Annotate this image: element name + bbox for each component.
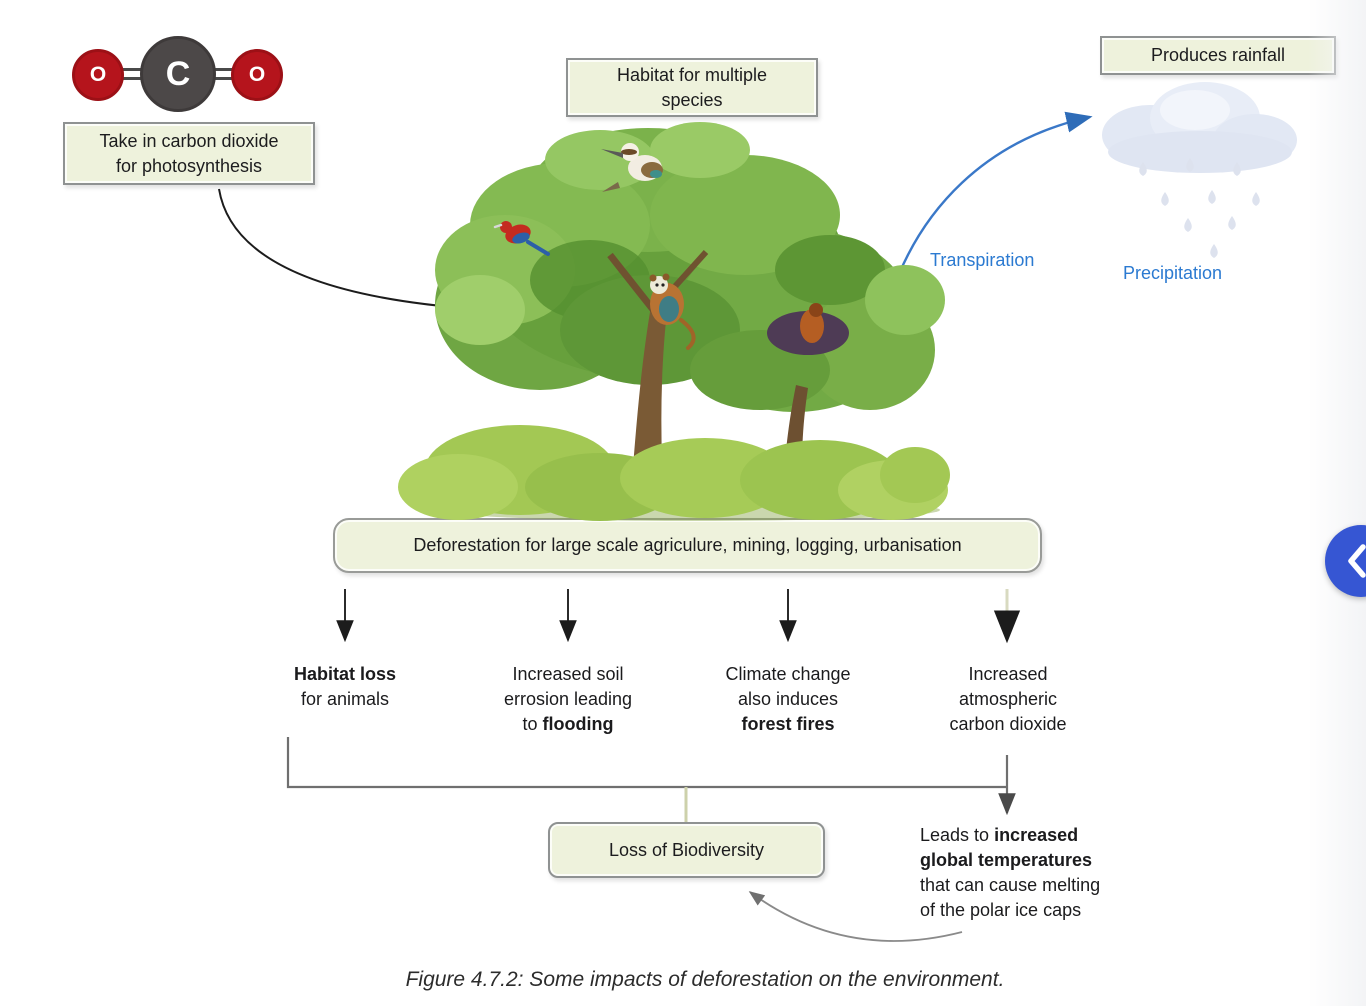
impact-co2-l2: atmospheric xyxy=(958,689,1058,709)
impact-soil-l3-bold: flooding xyxy=(542,714,614,734)
flying-fox xyxy=(767,303,849,355)
habitat-box: Habitat for multiple species xyxy=(566,58,818,117)
leads-l1-bold: increased xyxy=(994,825,1079,845)
biodiversity-box: Loss of Biodiversity xyxy=(548,822,825,878)
impact-soil-l2: errosion leading xyxy=(503,689,633,709)
global-temperature-note: Leads to increased global temperatures t… xyxy=(920,823,1150,923)
chevron-left-icon xyxy=(1348,544,1366,578)
oxygen-label: O xyxy=(89,63,107,86)
impact-co2-l3: carbon dioxide xyxy=(949,714,1067,734)
rainfall-label: Produces rainfall xyxy=(1150,45,1286,65)
tree-canopy xyxy=(435,122,945,412)
impact-habitat-loss-rest: for animals xyxy=(300,689,390,709)
deforestation-box: Deforestation for large scale agriculure… xyxy=(333,518,1042,573)
oxygen-label: O xyxy=(248,63,266,86)
leads-l4: of the polar ice caps xyxy=(920,900,1082,920)
transpiration-label: Transpiration xyxy=(930,250,1035,270)
co2-uptake-line1: Take in carbon dioxide xyxy=(99,130,279,151)
leads-l3: that can cause melting xyxy=(920,875,1101,895)
oxygen-atom-left: O xyxy=(72,49,124,101)
impact-climate-change: Climate change also induces forest fires xyxy=(703,662,873,737)
impact-co2-l1: Increased xyxy=(968,664,1048,684)
collapse-panel-button[interactable] xyxy=(1325,525,1366,597)
carbon-atom: C xyxy=(140,36,216,112)
impact-soil-l3-pre: to xyxy=(522,714,543,734)
impact-habitat-loss-bold: Habitat loss xyxy=(293,664,397,684)
kookaburra xyxy=(601,143,663,192)
co2-uptake-box: Take in carbon dioxide for photosynthesi… xyxy=(63,122,315,185)
raindrops-icon xyxy=(1139,158,1260,258)
page-edge-shadow xyxy=(1308,0,1366,1006)
impact-co2-increase: Increased atmospheric carbon dioxide xyxy=(918,662,1098,737)
rainfall-box: Produces rainfall xyxy=(1100,36,1336,75)
biodiversity-connector xyxy=(286,737,1007,789)
precipitation-label: Precipitation xyxy=(1123,263,1223,283)
tree-trunks xyxy=(607,249,808,505)
impact-climate-l1: Climate change xyxy=(725,664,851,684)
double-bond-left xyxy=(118,68,148,71)
impact-climate-l2: also induces xyxy=(737,689,839,709)
deforestation-label: Deforestation for large scale agriculure… xyxy=(413,535,962,555)
impact-habitat-loss: Habitat loss for animals xyxy=(255,662,435,712)
figure-caption: Figure 4.7.2: Some impacts of deforestat… xyxy=(405,968,1005,991)
co2-uptake-line2: for photosynthesis xyxy=(115,155,263,176)
impact-soil-erosion: Increased soil errosion leading to flood… xyxy=(478,662,658,737)
leads-l2-bold: global temperatures xyxy=(920,850,1093,870)
impact-soil-l1: Increased soil xyxy=(512,664,624,684)
biodiversity-label: Loss of Biodiversity xyxy=(608,839,765,860)
double-bond-right xyxy=(210,68,240,71)
habitat-line2: species xyxy=(661,89,723,110)
carbon-label: C xyxy=(165,54,191,93)
habitat-line1: Habitat for multiple xyxy=(616,64,768,85)
parrot xyxy=(493,221,550,256)
co2-to-tree-arrow xyxy=(218,188,479,317)
impact-climate-l3-bold: forest fires xyxy=(741,714,835,734)
leads-l1-pre: Leads to xyxy=(920,825,995,845)
double-bond-right2 xyxy=(210,77,240,80)
cloud-icon xyxy=(1102,82,1297,173)
double-bond-left2 xyxy=(118,77,148,80)
possum xyxy=(649,273,696,350)
oxygen-atom-right: O xyxy=(231,49,283,101)
tree-bushes xyxy=(398,425,950,521)
